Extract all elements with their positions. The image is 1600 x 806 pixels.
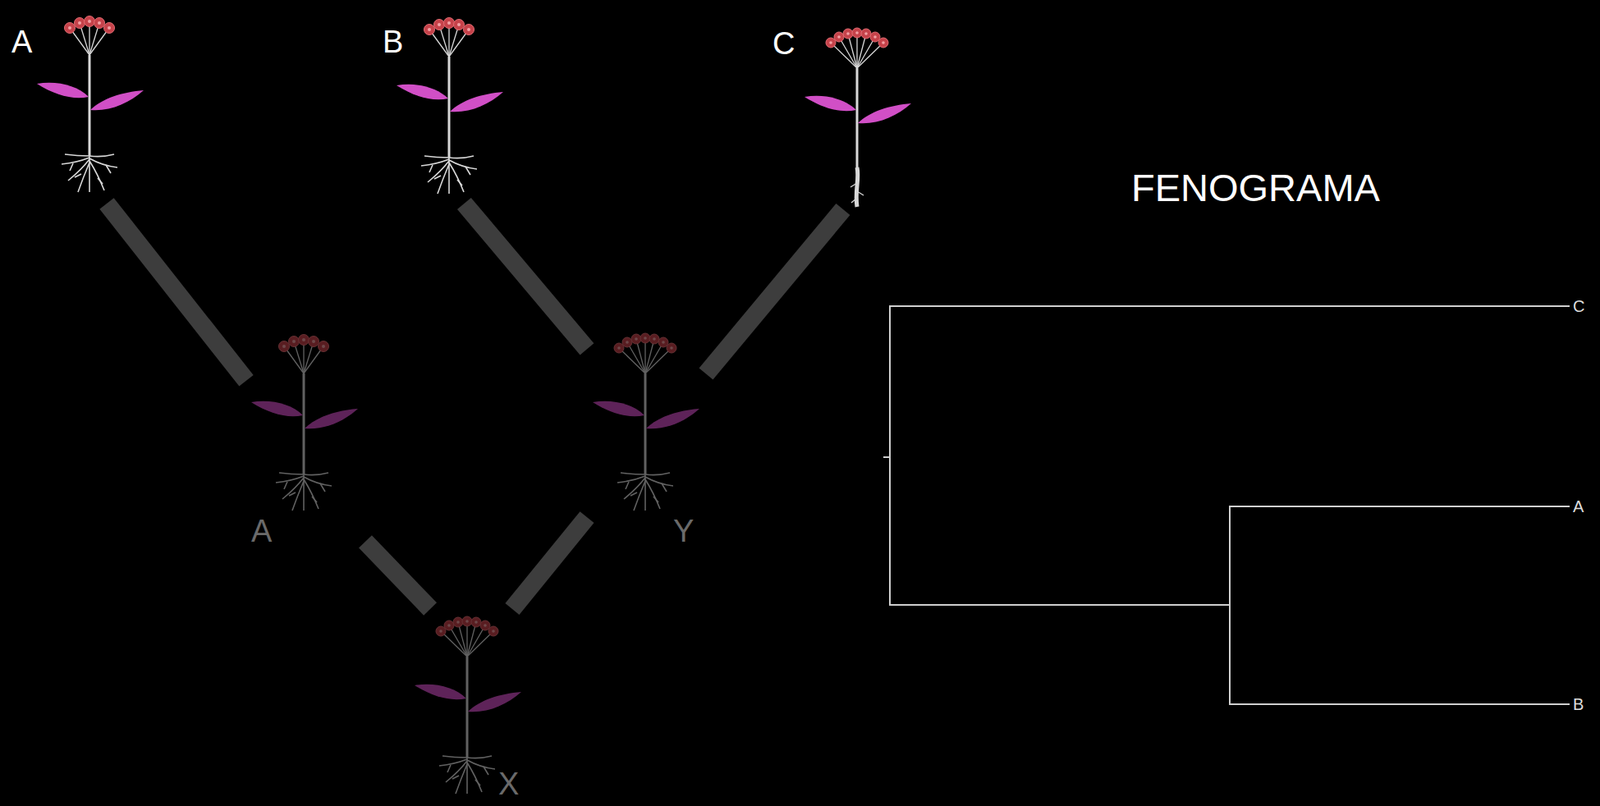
ancestor-plant <box>414 616 522 794</box>
leaf-label: A <box>1572 498 1584 515</box>
leaf-label: B <box>1572 696 1584 713</box>
ancestor-plant <box>251 334 358 512</box>
branch-bar <box>463 203 587 349</box>
branch-bar <box>106 203 247 381</box>
plant-node: C <box>767 18 920 210</box>
taxon-label: A <box>11 26 33 58</box>
taxon-label: B <box>382 26 404 58</box>
plant-node: X <box>410 609 530 803</box>
taxon-label: X <box>498 768 519 800</box>
taxon-label: C <box>772 27 795 60</box>
plant-node: A <box>246 326 366 552</box>
taxon-label: A <box>251 515 272 547</box>
leaf-label: C <box>1572 297 1585 315</box>
plant <box>804 27 912 207</box>
taxon-label: Y <box>673 515 694 547</box>
plant <box>396 18 504 195</box>
ancestor-plant <box>592 333 700 511</box>
phenogram-lines <box>883 306 1570 705</box>
plant <box>36 16 144 193</box>
diagram-title: FENOGRAMA <box>1131 168 1380 207</box>
branch-bar <box>365 541 431 610</box>
plant-node: B <box>377 8 518 204</box>
branch-bar <box>512 517 587 610</box>
plant-node: Y <box>586 326 707 552</box>
branch-bar <box>706 209 844 375</box>
plant-node: A <box>8 8 148 204</box>
